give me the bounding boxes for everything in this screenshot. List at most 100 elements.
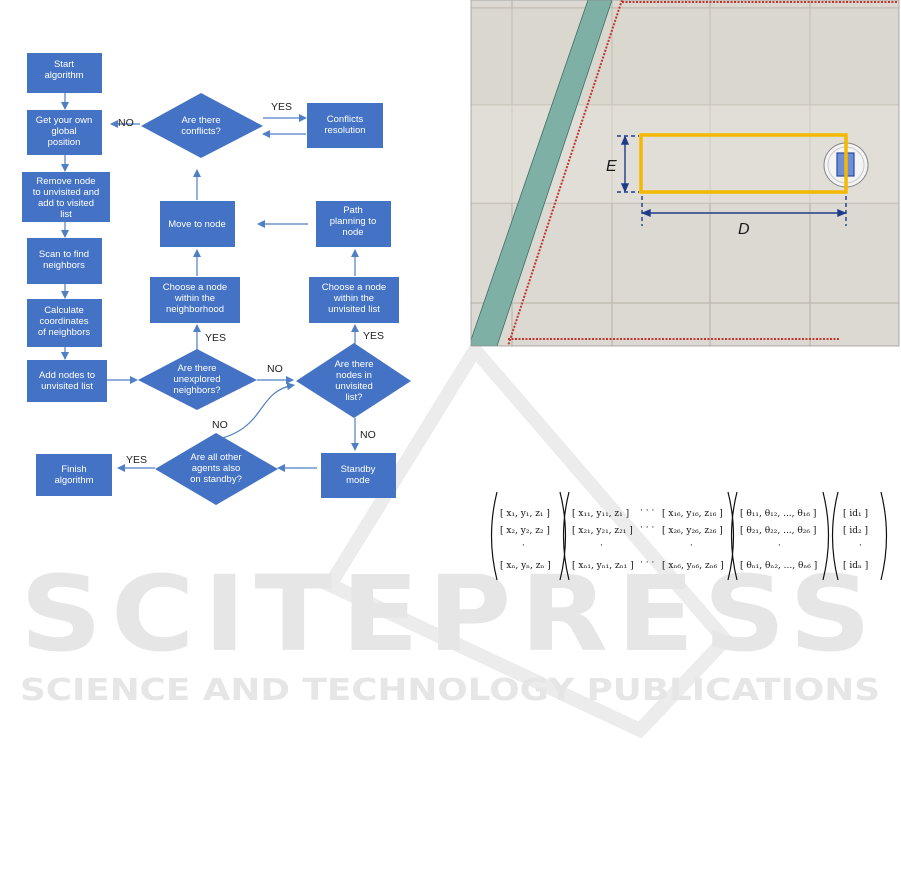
node-line: Start [54, 59, 74, 70]
m4-row2: [ id₂ ] [843, 526, 868, 536]
m4-rown: [ idₙ ] [843, 561, 868, 571]
coverage-rectangle [639, 133, 848, 194]
node-line: Are there [177, 363, 216, 374]
label-conflicts-no: NO [118, 117, 134, 129]
box-get-position [27, 110, 102, 155]
box-start [27, 53, 102, 93]
node-line: list? [346, 392, 363, 403]
node-line: on standby? [190, 474, 242, 485]
label-e: E [606, 158, 617, 175]
diamond-unvisited [296, 343, 411, 418]
m4-dots: · [859, 541, 862, 551]
watermark-sub: SCIENCE AND TECHNOLOGY PUBLICATIONS [20, 673, 880, 708]
m1-row2: [ x₂, y₂, z₂ ] [500, 526, 550, 536]
node-line: global [51, 126, 76, 137]
node-line: to unvisited and [33, 187, 100, 198]
node-line: Are all other [190, 452, 241, 463]
m2-r2-ellipsis: · · · [640, 523, 654, 533]
label-standby-yes: YES [126, 454, 147, 466]
node-line: of neighbors [38, 327, 91, 338]
box-finish [36, 454, 112, 496]
m1-rown: [ xₙ, yₙ, zₙ ] [500, 561, 551, 571]
node-line: within the [333, 293, 374, 304]
m2-rnc1: [ xₙ₁, yₙ₁, zₙ₁ ] [572, 561, 634, 571]
label-d: D [738, 221, 750, 238]
label-unvisited-no: NO [360, 429, 376, 441]
label-unexplored-yes: YES [205, 332, 226, 344]
node-line: conflicts? [181, 126, 221, 137]
box-path-planning [316, 201, 391, 247]
node-line: unvisited list [328, 304, 380, 315]
floor-figure: E D [470, 0, 900, 347]
box-add-nodes [27, 360, 107, 402]
m3-row1: [ θ₁₁, θ₁₂, ..., θ₁₆ ] [740, 509, 816, 519]
node-line: Move to node [168, 219, 226, 230]
flow-arrows [61, 93, 359, 472]
node-line: position [48, 137, 81, 148]
node-line: Choose a node [163, 282, 227, 293]
m2-r1-ellipsis: · · · [640, 506, 654, 516]
box-move-to-node [160, 201, 235, 247]
m2-r2c1: [ x₂₁, y₂₁, z₂₁ ] [572, 526, 633, 536]
node-line: nodes in [336, 370, 372, 381]
m2-dots-b: · [690, 541, 693, 551]
box-standby [321, 453, 396, 498]
dimension-e [617, 135, 639, 193]
node-line: neighborhood [166, 304, 224, 315]
box-choose-unvisited [309, 277, 399, 323]
box-calculate [27, 299, 102, 347]
box-choose-neighborhood [150, 277, 240, 323]
node-line: unvisited [335, 381, 373, 392]
matrix-parentheses [490, 491, 888, 581]
arrow-allagents-no-curve [214, 382, 295, 441]
red-boundary-diagonal [507, 0, 623, 346]
label-unexplored-no: NO [267, 363, 283, 375]
watermark: SCITEPRESS SCIENCE AND TECHNOLOGY PUBLIC… [20, 338, 880, 739]
teal-strip [471, 0, 612, 346]
diamond-conflicts [141, 93, 263, 158]
diamond-unexplored [138, 349, 257, 410]
watermark-main: SCITEPRESS [20, 553, 880, 675]
m1-row1: [ x₁, y₁, z₁ ] [500, 509, 550, 519]
m4-row1: [ id₁ ] [843, 509, 868, 519]
node-line: unexplored [173, 374, 220, 385]
box-conflicts-resolution [307, 103, 383, 148]
box-scan [27, 238, 102, 284]
m3-dots: · [778, 541, 781, 551]
node-line: list [60, 209, 72, 220]
node-line: Add nodes to [39, 370, 95, 381]
node-line: node [342, 227, 363, 238]
m2-r1c6: [ x₁₆, y₁₆, z₁₆ ] [662, 509, 723, 519]
m2-rn-ellipsis: · · · [640, 558, 654, 568]
m1-dots: · [522, 541, 525, 551]
node-line: Conflicts [327, 114, 364, 125]
m3-row2: [ θ₂₁, θ₂₂, ..., θ₂₆ ] [740, 526, 816, 536]
flow-diamonds [138, 93, 411, 505]
label-standby-no: NO [212, 419, 228, 431]
node-line: Standby [341, 464, 376, 475]
node-line: planning to [330, 216, 376, 227]
edge-labels: NO YES YES NO YES NO NO YES [118, 101, 384, 466]
m2-r2c6: [ x₂₆, y₂₆, z₂₆ ] [662, 526, 723, 536]
node-line: within the [174, 293, 215, 304]
node-line: Remove node [36, 176, 95, 187]
m2-r1c1: [ x₁₁, y₁₁, z₁ ] [572, 509, 629, 519]
node-line: neighbors [43, 260, 85, 271]
dimension-d [641, 196, 847, 226]
node-line: coordinates [39, 316, 88, 327]
m2-dots-a: · [600, 541, 603, 551]
